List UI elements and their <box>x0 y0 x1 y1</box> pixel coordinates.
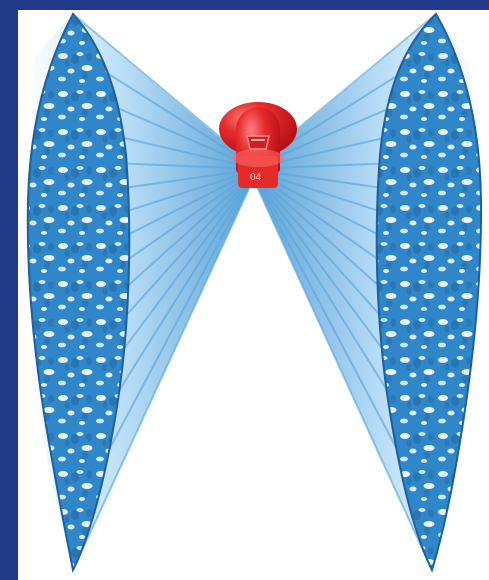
nozzle-size-label: 04 <box>250 172 262 183</box>
spray-nozzle-illustration: 04 <box>18 10 489 580</box>
spray-illustration-panel: 04 <box>18 10 489 580</box>
left-spray-fan <box>26 14 258 570</box>
right-spray-fan <box>249 14 481 570</box>
